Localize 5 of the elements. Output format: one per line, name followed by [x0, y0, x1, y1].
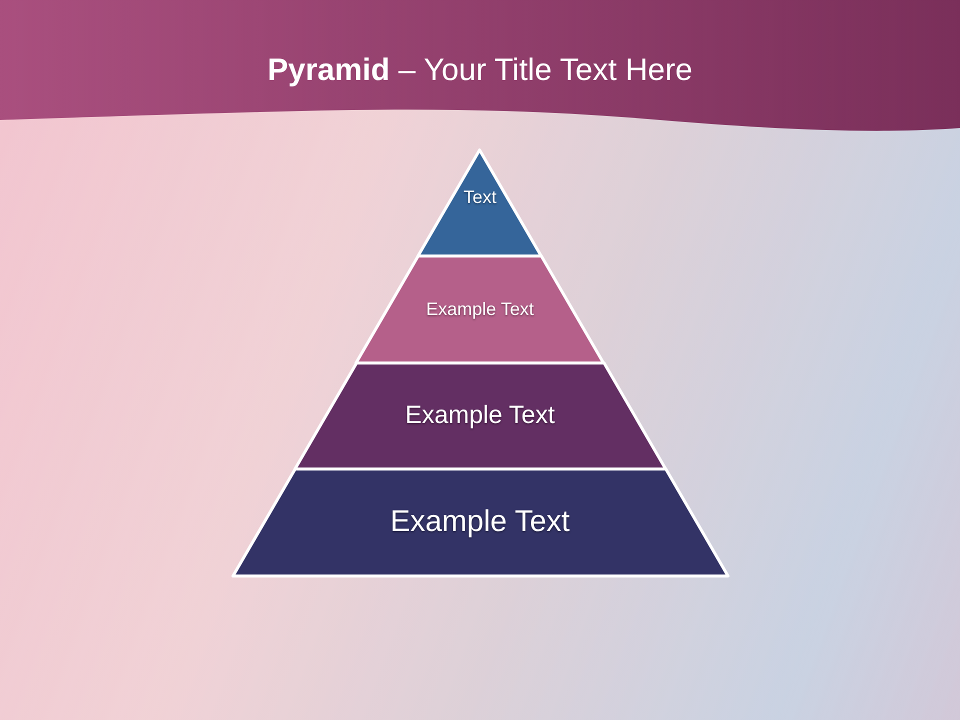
tier-label: Example Text [390, 504, 570, 538]
tier-label: Example Text [426, 298, 534, 320]
tier-label: Example Text [405, 401, 555, 430]
slide-title: Pyramid – Your Title Text Here [267, 52, 693, 88]
tier-label: Text [463, 186, 496, 208]
